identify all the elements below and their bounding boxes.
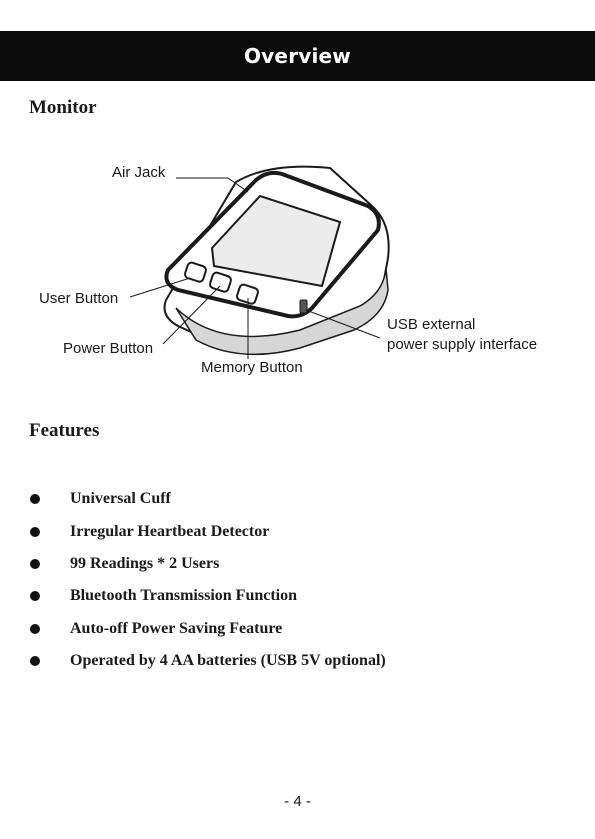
bullet-icon xyxy=(30,559,40,569)
list-item: Auto-off Power Saving Feature xyxy=(30,613,570,645)
air-jack-label: Air Jack xyxy=(112,164,166,181)
feature-text: Irregular Heartbeat Detector xyxy=(70,523,269,541)
list-item: Operated by 4 AA batteries (USB 5V optio… xyxy=(30,645,570,677)
page-title: Overview xyxy=(244,44,351,68)
usb-port xyxy=(300,300,307,313)
usb-label-line1: USB external xyxy=(387,316,475,333)
memory-button-label: Memory Button xyxy=(201,359,303,376)
bullet-icon xyxy=(30,591,40,601)
monitor-section-title: Monitor xyxy=(29,97,97,119)
monitor-diagram: Air Jack User Button Power Button Memory… xyxy=(0,140,595,390)
bullet-icon xyxy=(30,527,40,537)
list-item: Irregular Heartbeat Detector xyxy=(30,515,570,547)
page-number: - 4 - xyxy=(0,793,595,810)
power-button-label: Power Button xyxy=(63,340,153,357)
features-section-title: Features xyxy=(29,420,99,442)
feature-text: Bluetooth Transmission Function xyxy=(70,587,297,605)
feature-text: Auto-off Power Saving Feature xyxy=(70,620,282,638)
list-item: Universal Cuff xyxy=(30,483,570,515)
user-button-label: User Button xyxy=(39,290,118,307)
feature-text: Operated by 4 AA batteries (USB 5V optio… xyxy=(70,652,386,670)
bullet-icon xyxy=(30,494,40,504)
header-bar: Overview xyxy=(0,31,595,81)
list-item: Bluetooth Transmission Function xyxy=(30,580,570,612)
feature-text: Universal Cuff xyxy=(70,490,171,508)
feature-text: 99 Readings * 2 Users xyxy=(70,555,219,573)
features-list: Universal Cuff Irregular Heartbeat Detec… xyxy=(30,483,570,677)
list-item: 99 Readings * 2 Users xyxy=(30,548,570,580)
bullet-icon xyxy=(30,656,40,666)
usb-label-line2: power supply interface xyxy=(387,336,537,353)
bullet-icon xyxy=(30,624,40,634)
